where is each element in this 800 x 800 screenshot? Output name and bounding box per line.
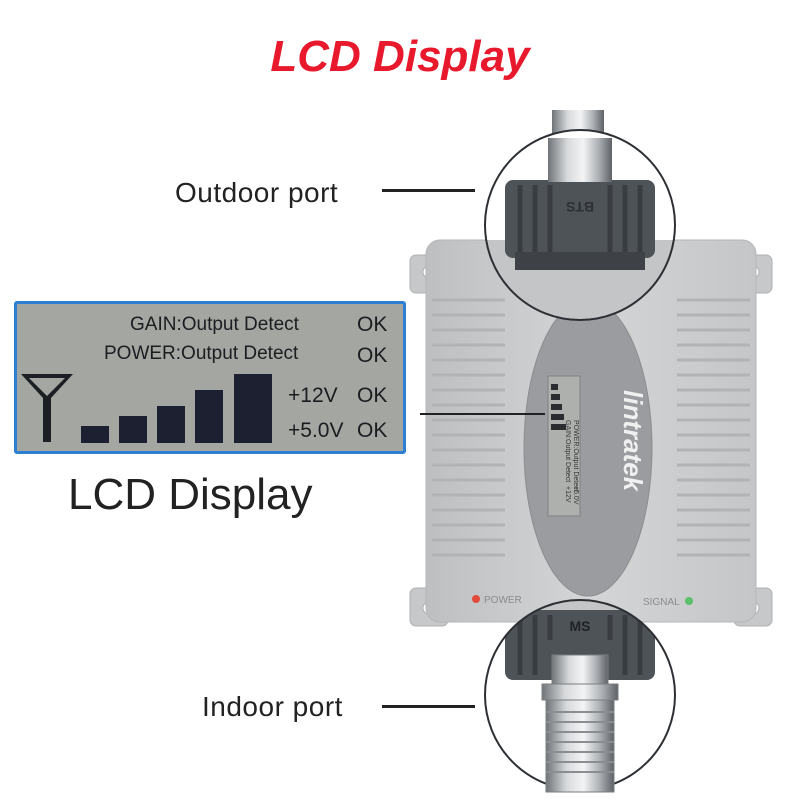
outdoor-port-leader-line xyxy=(382,189,475,192)
right-cooling-fins xyxy=(677,298,750,557)
lcd-12v-label: +12V xyxy=(288,384,338,407)
lcd-power-label: POWER:Output Detect xyxy=(104,343,299,364)
left-cooling-fins xyxy=(432,298,505,557)
signal-bar xyxy=(195,390,223,443)
lcd-gain-status: OK xyxy=(357,313,388,336)
indoor-port-label: Indoor port xyxy=(202,691,343,722)
svg-text:+5.0V: +5.0V xyxy=(572,486,579,505)
power-led-label: POWER xyxy=(484,595,522,606)
signal-bars xyxy=(81,374,272,443)
signal-strength-icon xyxy=(21,374,272,443)
lcd-gain-label: GAIN:Output Detect xyxy=(130,314,299,335)
signal-bar xyxy=(119,416,147,443)
lcd-zoom-panel: GAIN:Output Detect OK POWER:Output Detec… xyxy=(14,301,406,454)
page-title: LCD Display xyxy=(270,32,530,81)
lcd-12v-status: OK xyxy=(357,384,388,407)
signal-led-label: SIGNAL xyxy=(643,597,680,608)
lcd-5v-status: OK xyxy=(357,419,388,442)
bts-connector-label: BTS xyxy=(566,199,594,215)
signal-booster-device: GAIN:Output Detect POWER:Output Detect +… xyxy=(409,110,773,793)
signal-led-icon xyxy=(685,597,693,605)
svg-text:+12V: +12V xyxy=(564,486,571,503)
lcd-leader-line xyxy=(420,413,545,415)
signal-bar xyxy=(81,426,109,443)
signal-bar xyxy=(234,374,272,443)
outdoor-port-zoom xyxy=(485,130,675,320)
lcd-display-caption: LCD Display xyxy=(68,470,313,519)
n-connector xyxy=(541,654,619,793)
signal-bar xyxy=(157,406,185,443)
outdoor-port-label: Outdoor port xyxy=(175,177,339,208)
power-led-icon xyxy=(472,595,480,603)
indoor-port-leader-line xyxy=(382,705,475,708)
lcd-5v-label: +5.0V xyxy=(288,419,344,442)
ms-connector-label: MS xyxy=(570,618,591,634)
lcd-power-status: OK xyxy=(357,344,388,367)
device-mini-lcd-text: GAIN:Output Detect xyxy=(564,420,571,482)
brand-logo: lintratek xyxy=(618,390,648,493)
svg-text:POWER:Output Detect: POWER:Output Detect xyxy=(572,420,579,492)
